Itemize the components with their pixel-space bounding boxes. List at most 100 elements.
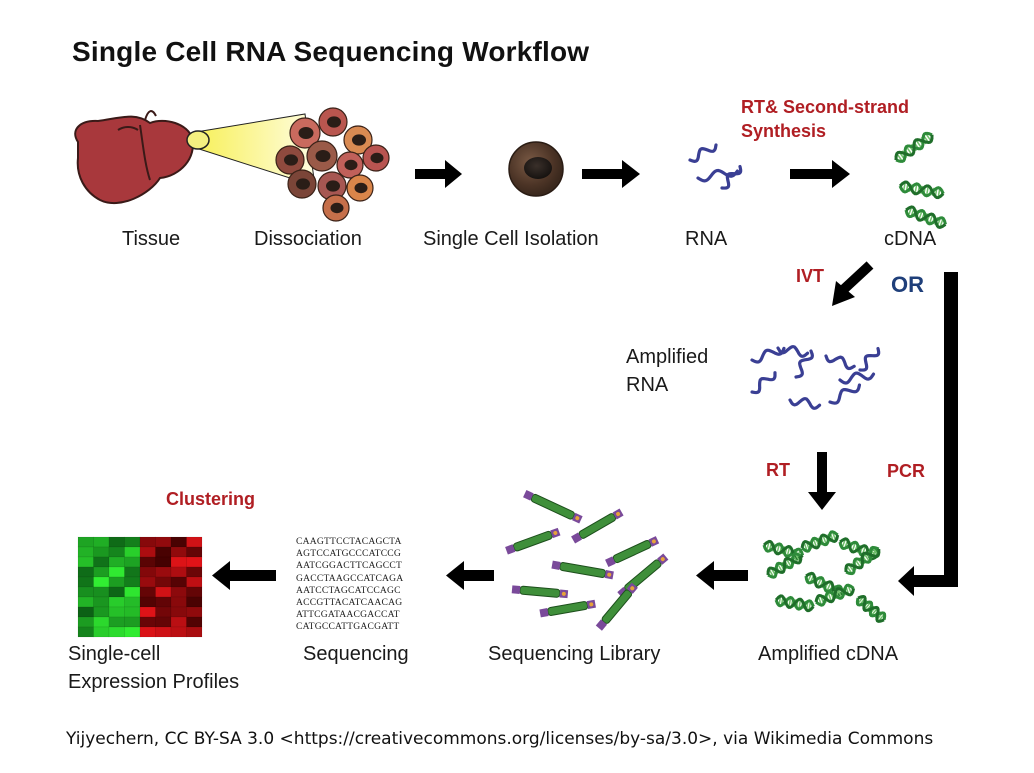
heatmap-cell — [139, 626, 156, 638]
heatmap-cell — [77, 606, 94, 618]
label-synthesis: Synthesis — [741, 121, 827, 141]
sequence-line: ACCGTTACATCAACAG — [296, 597, 403, 609]
label-rt: RT — [766, 460, 790, 480]
label-rna: RNA — [685, 228, 728, 250]
sequence-line: ATTCGATAACGACCAT — [296, 609, 400, 621]
heatmap-cell — [170, 626, 187, 638]
label-dissociation: Dissociation — [254, 228, 362, 250]
heatmap-cell — [124, 606, 141, 618]
heatmap-cell — [170, 556, 187, 568]
rna-strand — [794, 349, 814, 379]
arrow-left-icon — [446, 561, 494, 590]
heatmap-cell — [170, 566, 187, 578]
label-pcr: PCR — [887, 461, 926, 481]
heatmap-cell — [186, 626, 203, 638]
heatmap-cell — [124, 546, 141, 558]
heatmap-cell — [186, 596, 203, 608]
heatmap-cell — [77, 616, 94, 628]
heatmap-cell — [155, 596, 172, 608]
sequence-line: AATCCTAGCATCCAGC — [296, 584, 401, 596]
heatmap-cell — [77, 586, 94, 598]
label-sequencing-library: Sequencing Library — [488, 643, 661, 665]
label-profiles-2: Expression Profiles — [68, 671, 240, 693]
library-fragment — [595, 582, 638, 631]
rna-strand — [824, 354, 856, 371]
rna-strand — [776, 345, 810, 358]
heatmap-cell — [77, 596, 94, 608]
library-fragment — [539, 599, 596, 618]
heatmap-cell — [108, 576, 125, 588]
heatmap-cell — [155, 616, 172, 628]
heatmap-cell — [155, 626, 172, 638]
heatmap-cell — [108, 566, 125, 578]
heatmap-cell — [139, 546, 156, 558]
arrow-left-icon — [212, 561, 276, 590]
amplified-rna-strands-icon — [750, 345, 881, 410]
heatmap-cell — [186, 546, 203, 558]
dna-helix — [855, 594, 887, 623]
heatmap-cell — [186, 606, 203, 618]
sequence-line: CAAGTTCCTACAGCTA — [296, 536, 402, 547]
heatmap-cell — [108, 556, 125, 568]
heatmap-cell — [139, 576, 156, 588]
heatmap-cell — [155, 566, 172, 578]
heatmap-cell — [108, 616, 125, 628]
heatmap-cell — [170, 596, 187, 608]
heatmap-cell — [155, 556, 172, 568]
library-fragment — [511, 585, 569, 599]
heatmap-cell — [139, 556, 156, 568]
sequence-line: AATCGGACTTCAGCCT — [296, 560, 403, 572]
heatmap-cell — [186, 556, 203, 568]
rna-strand — [720, 164, 743, 190]
heatmap-cell — [124, 536, 141, 548]
dna-helix — [814, 583, 856, 607]
dissociated-cells-icon — [275, 107, 390, 222]
arrow-right-icon — [582, 160, 640, 188]
arrow-right-icon — [415, 160, 462, 188]
label-or: OR — [891, 272, 924, 297]
heatmap-cell — [124, 596, 141, 608]
heatmap-cell — [139, 536, 156, 548]
heatmap-cell — [124, 616, 141, 628]
heatmap-cell — [108, 606, 125, 618]
dna-helix — [898, 180, 945, 200]
library-fragment — [571, 508, 624, 544]
heatmap-cell — [170, 616, 187, 628]
arrow-diagonal-icon — [832, 261, 874, 306]
heatmap-cell — [93, 606, 110, 618]
rna-strand — [750, 371, 777, 395]
dna-helix — [774, 594, 815, 613]
heatmap-cell — [139, 596, 156, 608]
heatmap-cell — [155, 576, 172, 588]
label-amplified-cdna: Amplified cDNA — [758, 643, 899, 665]
label-ivt: IVT — [796, 266, 825, 286]
heatmap-cell — [124, 566, 141, 578]
dna-helix — [904, 205, 947, 229]
label-cdna: cDNA — [884, 228, 937, 250]
heatmap-cell — [77, 556, 94, 568]
rna-strand — [788, 397, 822, 410]
page-title: Single Cell RNA Sequencing Workflow — [72, 36, 590, 67]
cdna-helix-icon — [894, 131, 947, 229]
heatmap-cell — [139, 566, 156, 578]
attribution-credit: Yijyechern, CC BY-SA 3.0 <https://creati… — [66, 729, 934, 749]
heatmap-cell — [186, 586, 203, 598]
heatmap-cell — [124, 586, 141, 598]
heatmap-cell — [93, 576, 110, 588]
label-clustering: Clustering — [166, 489, 256, 509]
heatmap-cell — [124, 626, 141, 638]
heatmap-cell — [170, 586, 187, 598]
heatmap-cell — [77, 546, 94, 558]
dna-helix — [894, 131, 934, 163]
sequence-line: AGTCCATGCCCATCCG — [296, 548, 402, 560]
heatmap-cell — [108, 536, 125, 548]
heatmap-cell — [139, 586, 156, 598]
sequence-line: GACCTAAGCCATCAGA — [296, 572, 404, 584]
library-fragment — [551, 560, 614, 580]
rna-strand — [838, 371, 876, 385]
rna-strand — [696, 168, 739, 183]
arrow-left-icon — [696, 561, 748, 590]
heatmap-cell — [186, 616, 203, 628]
